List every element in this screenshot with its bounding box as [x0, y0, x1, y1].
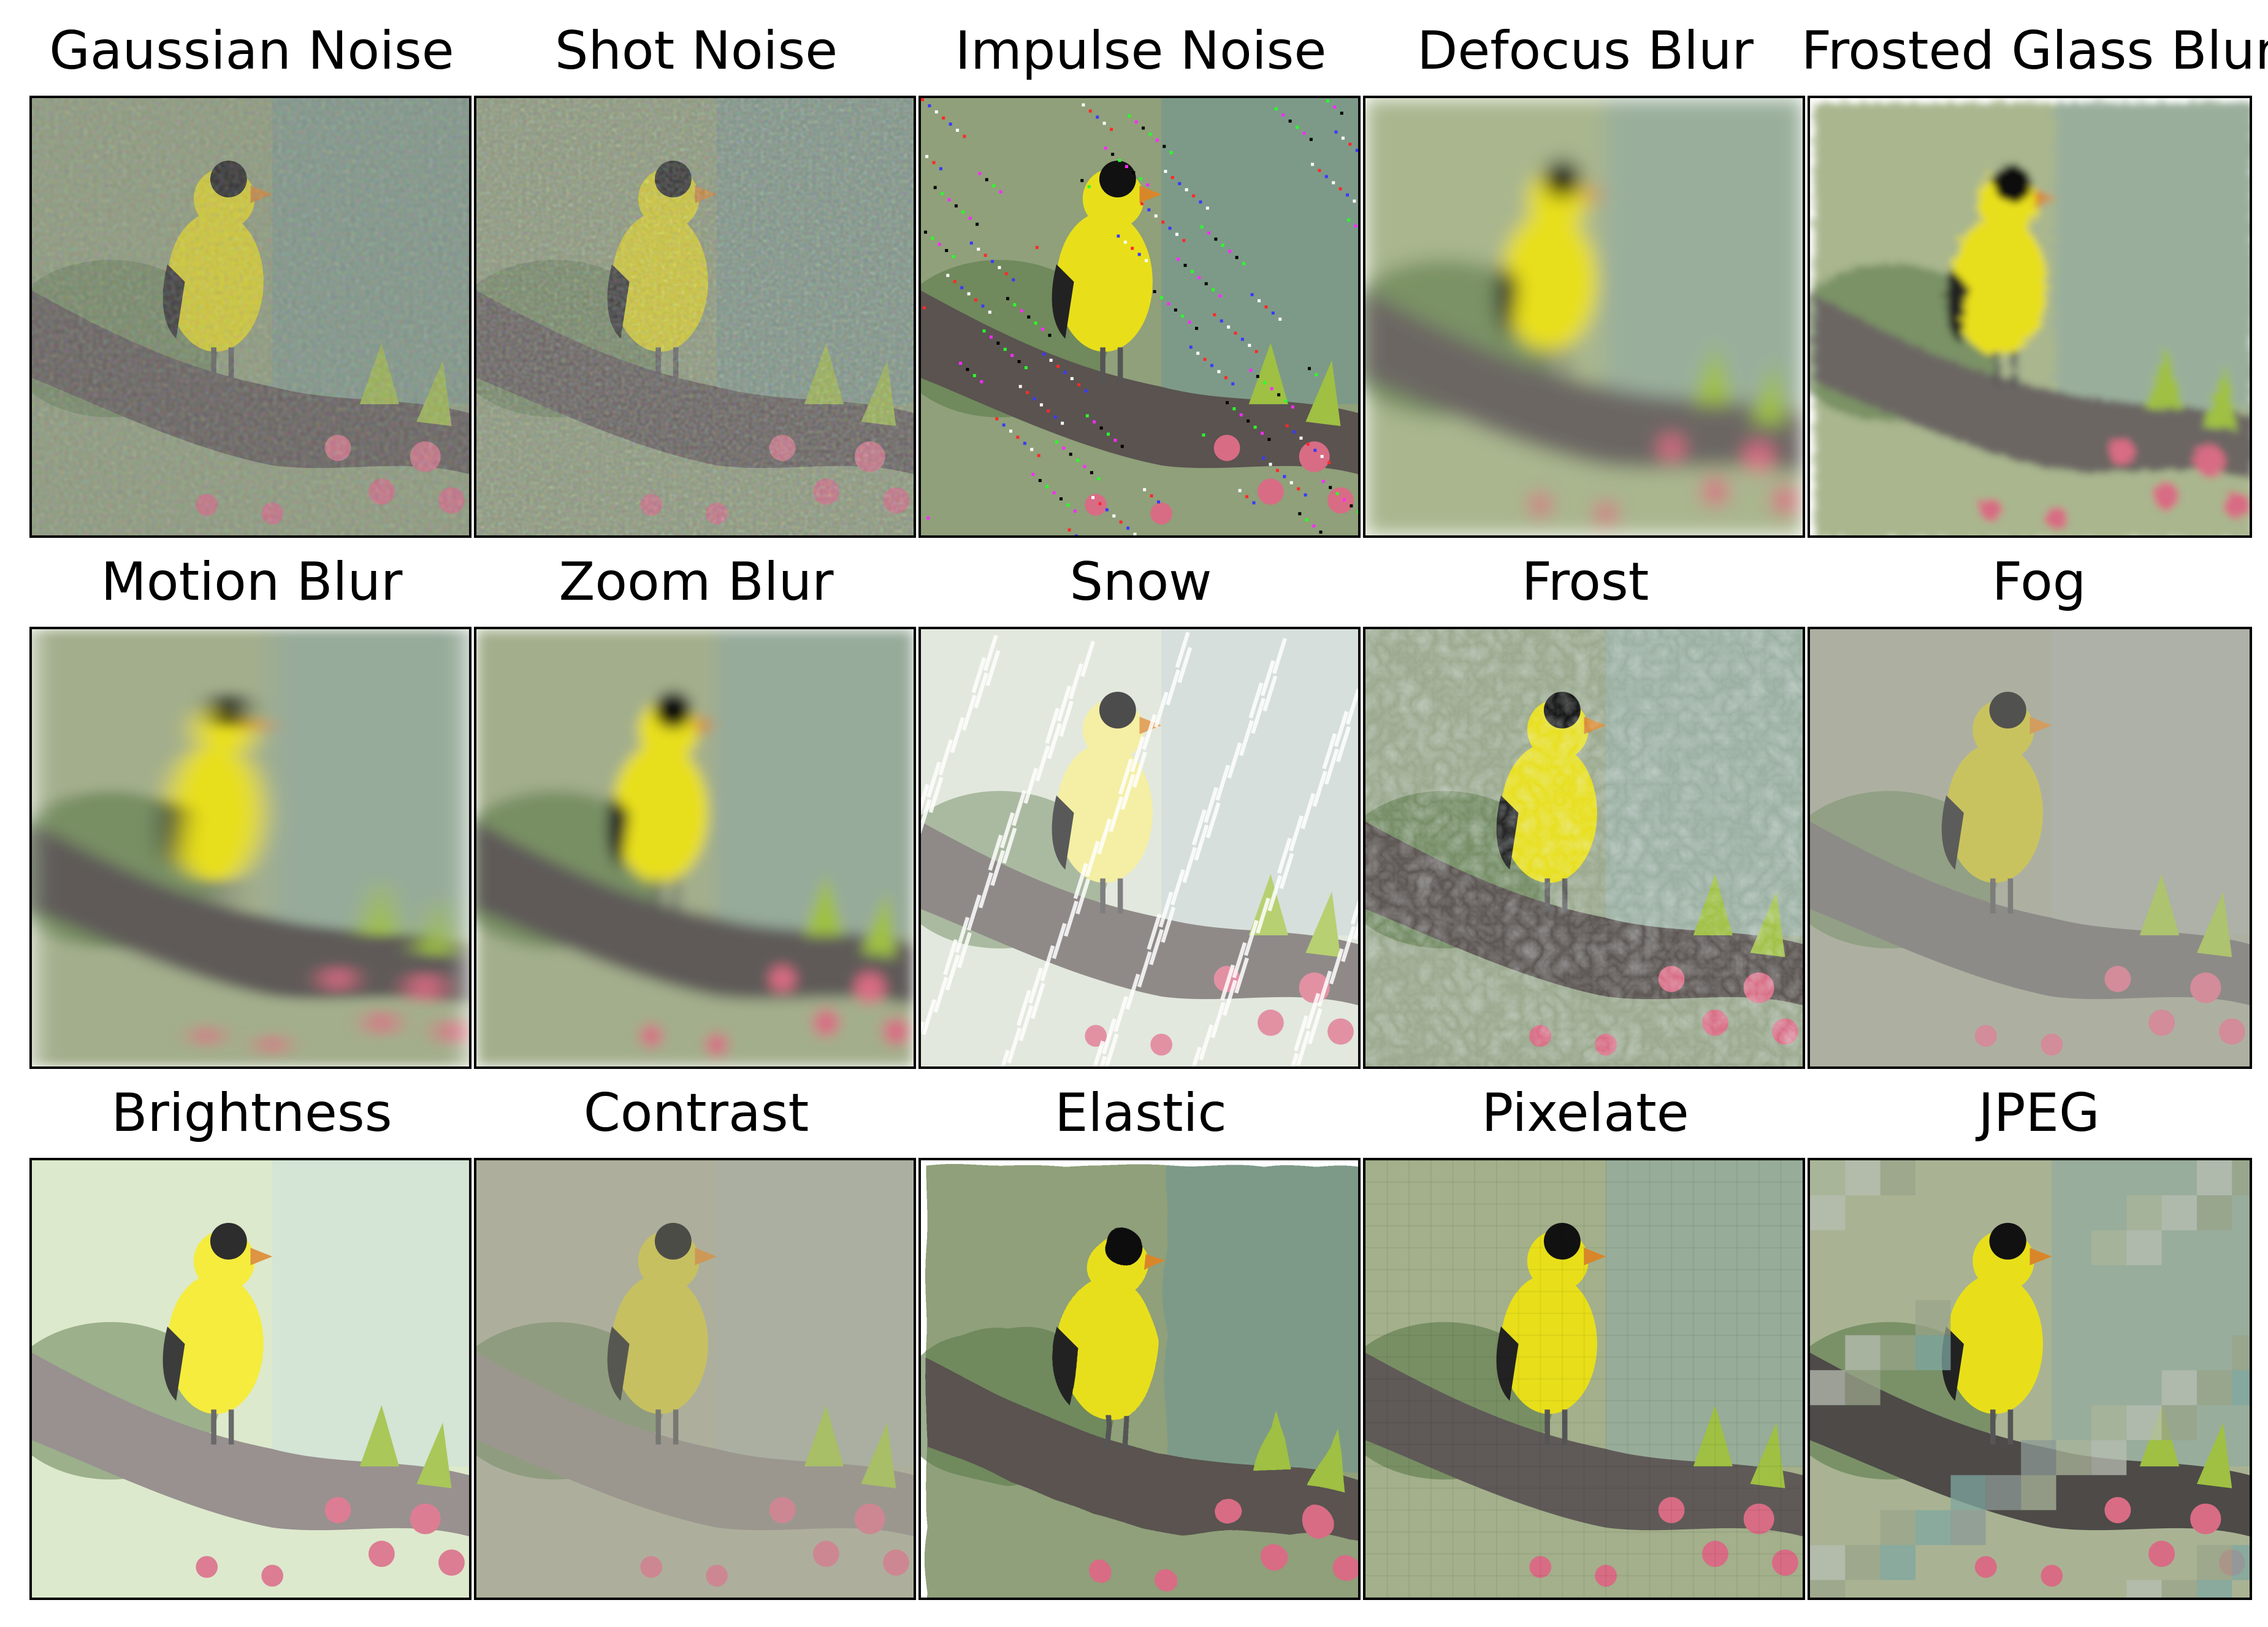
panel-elastic: Elastic [918, 1062, 1363, 1600]
corrupted-bird-image [918, 1158, 1361, 1600]
bird-scene [1365, 98, 1803, 535]
panel-fog: Fog [1808, 531, 2252, 1069]
panel-title: Gaussian Noise [49, 20, 454, 82]
corrupted-bird-image [1808, 1158, 2252, 1600]
corrupted-bird-image [474, 627, 916, 1069]
panel-title: Motion Blur [101, 551, 403, 613]
corrupted-bird-image [474, 1158, 916, 1600]
panel-snow: Snow [918, 531, 1363, 1069]
bird-scene [32, 1160, 469, 1598]
panel-title: Zoom Blur [559, 551, 834, 613]
bird-scene [1810, 629, 2250, 1066]
panel-title: Pixelate [1481, 1082, 1689, 1144]
corrupted-bird-image [29, 96, 472, 538]
bird-scene [32, 98, 469, 535]
panel-jpeg: JPEG [1808, 1062, 2252, 1600]
bird-scene [921, 1160, 1358, 1598]
corrupted-bird-image [918, 627, 1361, 1069]
panel-pixelate: Pixelate [1363, 1062, 1808, 1600]
bird-scene [921, 98, 1358, 535]
bird-scene [921, 629, 1358, 1066]
bird-scene [32, 629, 469, 1066]
corrupted-bird-image [1363, 627, 1805, 1069]
panel-title: Shot Noise [554, 20, 838, 82]
corrupted-bird-image [29, 1158, 472, 1600]
panel-title: Contrast [583, 1082, 809, 1144]
corrupted-bird-image [1808, 96, 2252, 538]
corrupted-bird-image [1808, 627, 2252, 1069]
grid-row-2: Motion Blur Zoom Blur [0, 531, 2268, 1069]
corrupted-bird-image [474, 96, 916, 538]
panel-title: Fog [1991, 551, 2087, 613]
corrupted-bird-image [918, 96, 1361, 538]
panel-title: Frost [1521, 551, 1649, 613]
bird-scene [1365, 1160, 1803, 1598]
corrupted-bird-image [29, 627, 472, 1069]
bird-scene [476, 98, 914, 535]
panel-title: Snow [1069, 551, 1212, 613]
panel-title: Defocus Blur [1417, 20, 1754, 82]
grid-row-1: Gaussian Noise Shot Noise [0, 0, 2268, 538]
bird-scene [1810, 98, 2250, 535]
panel-defocus-blur: Defocus Blur [1363, 0, 1808, 538]
bird-scene [476, 629, 914, 1066]
panel-title: Brightness [111, 1082, 392, 1144]
panel-shot-noise: Shot Noise [474, 0, 918, 538]
bird-scene [1365, 629, 1803, 1066]
panel-frosted-glass-blur: Frosted Glass Blur [1801, 0, 2268, 538]
bird-scene [1810, 1160, 2250, 1598]
panel-brightness: Brightness [29, 1062, 474, 1600]
bird-scene [476, 1160, 914, 1598]
corrupted-bird-image [1363, 96, 1805, 538]
panel-contrast: Contrast [474, 1062, 918, 1600]
panel-title: Frosted Glass Blur [1801, 20, 2268, 82]
panel-title: Impulse Noise [955, 20, 1327, 82]
panel-zoom-blur: Zoom Blur [474, 531, 918, 1069]
panel-title: JPEG [1978, 1082, 2100, 1144]
panel-gaussian-noise: Gaussian Noise [29, 0, 474, 538]
grid-row-3: Brightness Contrast [0, 1062, 2268, 1600]
panel-motion-blur: Motion Blur [29, 531, 474, 1069]
panel-title: Elastic [1055, 1082, 1227, 1144]
panel-frost: Frost [1363, 531, 1808, 1069]
corrupted-bird-image [1363, 1158, 1805, 1600]
panel-impulse-noise: Impulse Noise [918, 0, 1363, 538]
